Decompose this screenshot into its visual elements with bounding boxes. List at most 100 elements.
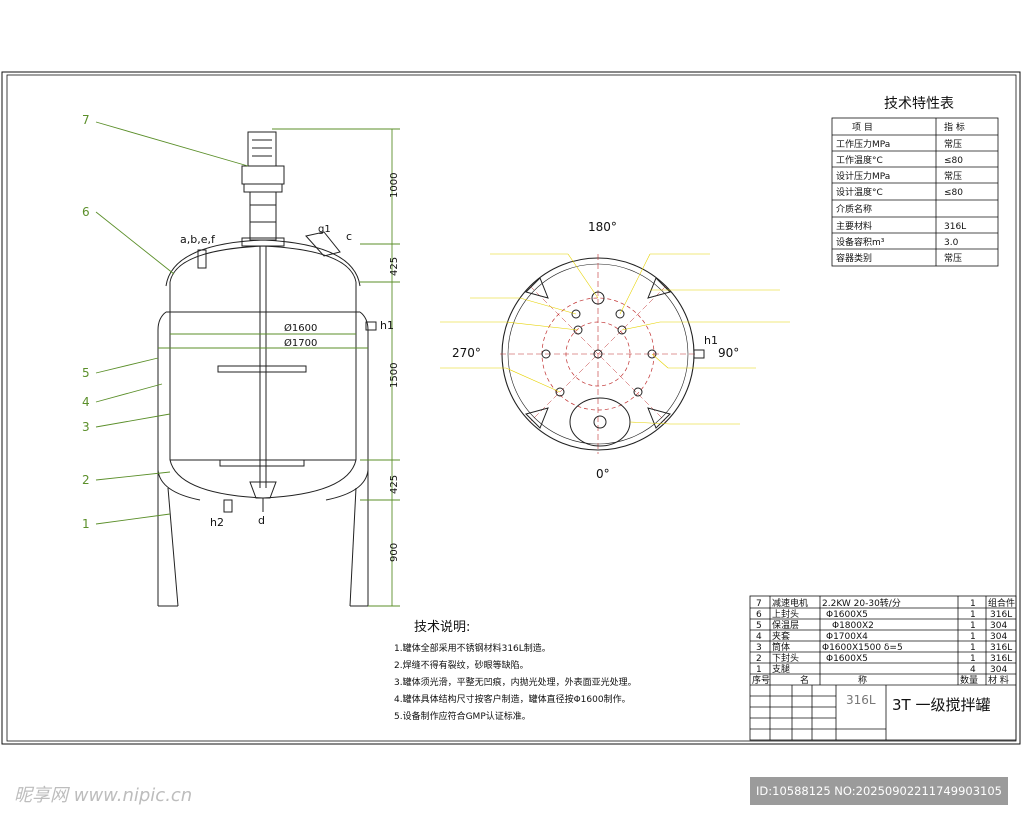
spec-r6-v: 3.0	[944, 238, 959, 248]
angle-180: 180°	[588, 220, 617, 234]
bom-r3-name: 夹套	[772, 630, 790, 642]
image-id-bar: ID:10588125 NO:20250902211749903105	[750, 777, 1008, 805]
bom-r5-no: 2	[756, 654, 762, 664]
bom-r1-no: 6	[756, 610, 762, 620]
bom-r1-name: 上封头	[772, 608, 799, 620]
bom-r3-mat: 304	[990, 632, 1007, 642]
bom-r0-spec: 2.2KW 20-30转/分	[822, 597, 901, 609]
plan-h1-label: h1	[704, 334, 718, 347]
bom-r2-no: 5	[756, 621, 762, 631]
note-5: 5.设备制作应符合GMP认证标准。	[394, 710, 531, 722]
dim-v2: 425	[389, 257, 400, 276]
note-3: 3.罐体须光滑，平整无凹痕，内抛光处理，外表面亚光处理。	[394, 676, 637, 688]
bom-r3-no: 4	[756, 632, 762, 642]
tank-elevation	[157, 131, 377, 607]
bom-r6-mat: 304	[990, 665, 1007, 675]
bom-r2-name: 保温层	[772, 619, 799, 631]
outer-frame	[1, 71, 1021, 745]
bom-r6-name: 支腿	[772, 663, 790, 675]
bom-r4-mat: 316L	[990, 643, 1012, 653]
callout-1: 1	[82, 517, 90, 531]
bom-r0-qty: 1	[970, 599, 976, 609]
spec-r3-v: ≤80	[944, 188, 963, 198]
nozzle-labels: a,b,e,f g1 c h1 h2 d	[180, 224, 394, 529]
bom-r4-name: 筒体	[772, 641, 790, 653]
bom-r5-spec: Φ1600X5	[826, 654, 868, 664]
bom-r2-mat: 304	[990, 621, 1007, 631]
note-1: 1.罐体全部采用不锈钢材料316L制造。	[394, 642, 551, 654]
spec-r5-v: 316L	[944, 222, 966, 232]
spec-h0: 项 目	[852, 122, 873, 133]
spec-r1-v: ≤80	[944, 156, 963, 166]
tank-plan-view: 180° 270° 90° 0° h1	[440, 220, 790, 481]
bom-r4-qty: 1	[970, 643, 976, 653]
bom-r1-mat: 316L	[990, 610, 1012, 620]
bom-r6-qty: 4	[970, 665, 976, 675]
inner-frame	[6, 74, 1017, 742]
tech-notes: 技术说明: 1.罐体全部采用不锈钢材料316L制造。 2.焊缝不得有裂纹，砂眼等…	[394, 620, 637, 722]
callout-3: 3	[82, 420, 90, 434]
angle-0: 0°	[596, 467, 610, 481]
label-d: d	[258, 514, 265, 527]
bom-r5-name: 下封头	[772, 652, 799, 664]
spec-title: 技术特性表	[884, 96, 954, 112]
notes-title: 技术说明:	[414, 620, 470, 635]
bom-r0-name: 减速电机	[772, 597, 808, 609]
dim-v5: 900	[389, 543, 400, 562]
bom-h-name2: 称	[858, 674, 867, 686]
dim-v3: 1500	[389, 363, 400, 388]
callout-4: 4	[82, 395, 90, 409]
callout-5: 5	[82, 366, 90, 380]
watermark: 昵享网 www.nipic.cn	[14, 785, 193, 806]
bom-r2-spec: Φ1800X2	[832, 621, 874, 631]
bom-h-mat: 材 料	[988, 674, 1009, 686]
spec-r2-v: 常压	[944, 170, 962, 182]
dimension-texts: Ø1600 Ø1700 1000 425 1500 425 900	[284, 173, 400, 562]
motor-body	[247, 131, 277, 167]
spec-r1-k: 工作温度°C	[836, 154, 883, 166]
bom-r1-spec: Φ1600X5	[826, 610, 868, 620]
label-h1: h1	[380, 319, 394, 332]
bom-r6-no: 1	[756, 665, 762, 675]
spec-r0-v: 常压	[944, 138, 962, 150]
bom-r2-qty: 1	[970, 621, 976, 631]
spec-h1: 指 标	[944, 121, 965, 133]
title-material: 316L	[846, 693, 876, 707]
bom-r4-no: 3	[756, 643, 762, 653]
callout-7: 7	[82, 113, 90, 127]
callout-2: 2	[82, 473, 90, 487]
bom-r5-mat: 316L	[990, 654, 1012, 664]
spec-r3-k: 设计温度°C	[836, 186, 883, 198]
bom-h-qty: 数量	[960, 674, 978, 686]
dim-jacket: Ø1700	[284, 337, 317, 349]
angle-90: 90°	[718, 346, 739, 360]
callout-6: 6	[82, 205, 90, 219]
bom-h-no: 序号	[752, 674, 770, 686]
bom-r1-qty: 1	[970, 610, 976, 620]
label-abef: a,b,e,f	[180, 233, 216, 246]
spec-r0-k: 工作压力MPa	[836, 138, 890, 150]
label-c: c	[346, 230, 352, 243]
note-4: 4.罐体具体结构尺寸按客户制造，罐体直径按Φ1600制作。	[394, 693, 631, 705]
callout-numbers: 7 6 5 4 3 2 1	[82, 113, 90, 531]
dim-v4: 425	[389, 475, 400, 494]
bom-table: 7 减速电机 2.2KW 20-30转/分 1 组合件 6 上封头 Φ1600X…	[749, 595, 1017, 741]
spec-r4-k: 介质名称	[836, 203, 872, 215]
label-g1: g1	[318, 224, 331, 235]
bom-r0-no: 7	[756, 599, 762, 609]
angle-270: 270°	[452, 346, 481, 360]
spec-r2-k: 设计压力MPa	[836, 170, 890, 182]
spec-r6-k: 设备容积m³	[836, 236, 885, 248]
dimension-lines	[95, 121, 400, 607]
note-2: 2.焊缝不得有裂纹，砂眼等缺陷。	[394, 659, 529, 671]
bom-r3-qty: 1	[970, 632, 976, 642]
dim-v1: 1000	[389, 173, 400, 198]
bom-r4-spec: Φ1600X1500 δ=5	[822, 643, 903, 653]
bom-r3-spec: Φ1700X4	[826, 632, 868, 642]
spec-r7-v: 常压	[944, 252, 962, 264]
label-h2: h2	[210, 516, 224, 529]
bom-r0-mat: 组合件	[988, 597, 1015, 609]
title-name: 3T 一级搅拌罐	[892, 696, 990, 714]
dim-inner: Ø1600	[284, 322, 317, 334]
